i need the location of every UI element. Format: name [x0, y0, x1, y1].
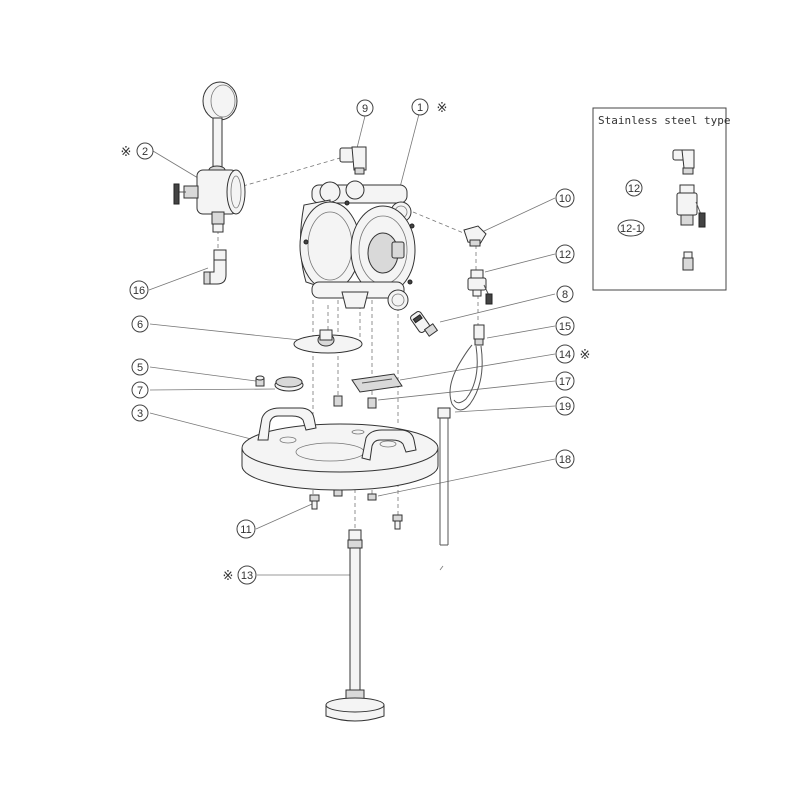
callout-12: 12 — [555, 244, 575, 264]
svg-text:※: ※ — [437, 101, 448, 116]
plug-5 — [255, 375, 265, 387]
callout-11: 11 — [236, 519, 256, 539]
callout-inset-12: 12 — [625, 179, 643, 197]
svg-text:15: 15 — [559, 321, 571, 333]
diaphragm-pump — [299, 180, 416, 311]
svg-text:12: 12 — [559, 249, 571, 261]
callout-3: 3 — [131, 404, 149, 422]
svg-text:18: 18 — [559, 454, 571, 466]
air-regulator-with-gauge — [173, 81, 246, 233]
svg-text:1: 1 — [417, 102, 423, 114]
svg-text:11: 11 — [240, 524, 251, 536]
cap-7 — [274, 376, 304, 392]
bolts-11 — [309, 494, 403, 530]
muffler — [410, 311, 439, 337]
callout-7: 7 — [131, 381, 149, 399]
svg-text:14: 14 — [559, 349, 571, 361]
svg-text:16: 16 — [133, 285, 145, 297]
svg-text:12: 12 — [628, 183, 640, 195]
inset-ball-valve — [676, 184, 706, 228]
suction-hose — [437, 324, 485, 571]
svg-text:6: 6 — [137, 319, 143, 331]
inset-nipple — [682, 251, 694, 271]
callout-6: 6 — [131, 315, 149, 333]
suction-pipe-13 — [325, 529, 385, 722]
gasket-6 — [293, 329, 363, 354]
inset-title: Stainless steel type — [598, 114, 730, 127]
nuts-18 — [333, 489, 377, 501]
callout-9: 9 — [356, 99, 374, 117]
stainless-inset: Stainless steel type — [592, 107, 730, 291]
callout-8: 8 — [556, 285, 574, 303]
callout-1: 1 ※ — [411, 98, 448, 116]
callout-15: 15 — [555, 316, 575, 336]
elbow-fitting-10 — [463, 225, 487, 247]
svg-text:※: ※ — [223, 569, 234, 584]
inset-frame — [592, 107, 727, 291]
ball-valve-12 — [467, 269, 493, 305]
svg-text:19: 19 — [559, 401, 571, 413]
svg-text:7: 7 — [137, 385, 143, 397]
callout-13: ※ 13 — [223, 565, 257, 585]
svg-text:※: ※ — [580, 348, 591, 363]
label-plate-14 — [351, 373, 403, 393]
svg-text:2: 2 — [142, 146, 148, 158]
drum-cover-3 — [241, 407, 439, 491]
callout-16: 16 — [129, 280, 149, 300]
svg-text:17: 17 — [559, 376, 571, 388]
callout-17: 17 — [555, 371, 575, 391]
callout-19: 19 — [555, 396, 575, 416]
svg-text:13: 13 — [241, 570, 253, 582]
inset-elbow — [672, 149, 695, 175]
bolts-17 — [333, 395, 377, 409]
svg-text:※: ※ — [121, 145, 132, 160]
callout-2: ※ 2 — [121, 142, 154, 160]
svg-text:12-1: 12-1 — [620, 223, 642, 235]
svg-text:8: 8 — [562, 289, 568, 301]
svg-text:3: 3 — [137, 408, 143, 420]
callout-14: 14 ※ — [555, 344, 591, 364]
callout-inset-12-1: 12-1 — [617, 219, 645, 237]
svg-text:9: 9 — [362, 103, 368, 115]
elbow-fitting-16 — [203, 249, 227, 285]
svg-text:5: 5 — [137, 362, 143, 374]
callout-18: 18 — [555, 449, 575, 469]
callout-10: 10 — [555, 188, 575, 208]
elbow-fitting-9 — [339, 146, 367, 175]
svg-text:10: 10 — [559, 193, 571, 205]
callout-5: 5 — [131, 358, 149, 376]
